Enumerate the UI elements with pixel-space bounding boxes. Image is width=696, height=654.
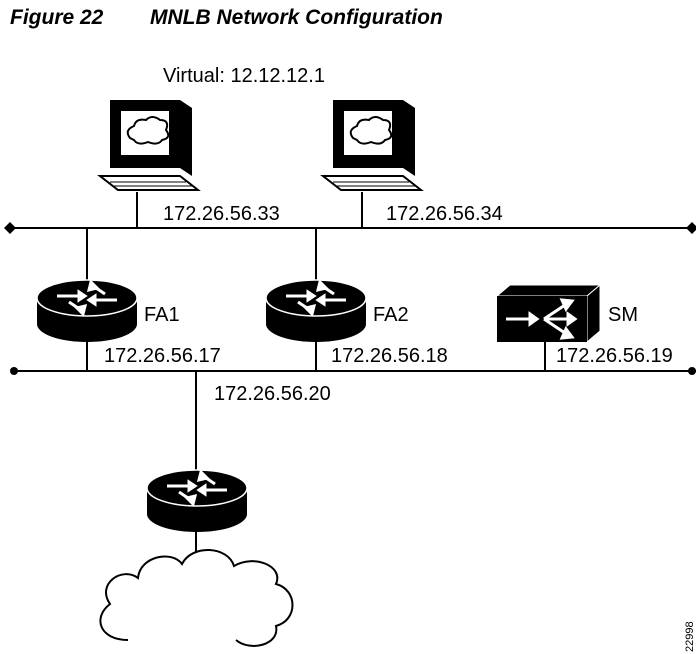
host2-ip-label: 172.26.56.34 [386, 203, 503, 225]
cloud-icon [99, 549, 294, 647]
top-lan-right-end [686, 222, 696, 234]
figure-title: MNLB Network Configuration [150, 6, 443, 29]
router-icon [35, 278, 139, 344]
bottom-lan-right-end [688, 367, 696, 375]
host1-ip-label: 172.26.56.33 [163, 203, 280, 225]
fa1-ip-label: 172.26.56.17 [104, 345, 221, 367]
fa2-ip-label: 172.26.56.18 [331, 345, 448, 367]
router-ip-label: 172.26.56.20 [214, 383, 331, 405]
router-icon [264, 278, 368, 344]
figure-id: 22998 [684, 621, 696, 652]
router-icon [145, 468, 249, 534]
sm-label: SM [608, 304, 638, 326]
virtual-address-label: Virtual: 12.12.12.1 [163, 65, 325, 87]
figure-caption: Figure 22 MNLB Network Configuration [10, 6, 443, 30]
fa2-label: FA2 [373, 304, 409, 326]
figure-number: Figure 22 [10, 6, 104, 29]
workstation-icon [99, 99, 199, 191]
multilayer-switch-icon [495, 283, 602, 344]
sm-ip-label: 172.26.56.19 [556, 345, 673, 367]
bottom-lan-left-end [10, 367, 18, 375]
fa1-label: FA1 [144, 304, 180, 326]
top-lan-left-end [4, 222, 16, 234]
workstation-icon [322, 99, 422, 191]
